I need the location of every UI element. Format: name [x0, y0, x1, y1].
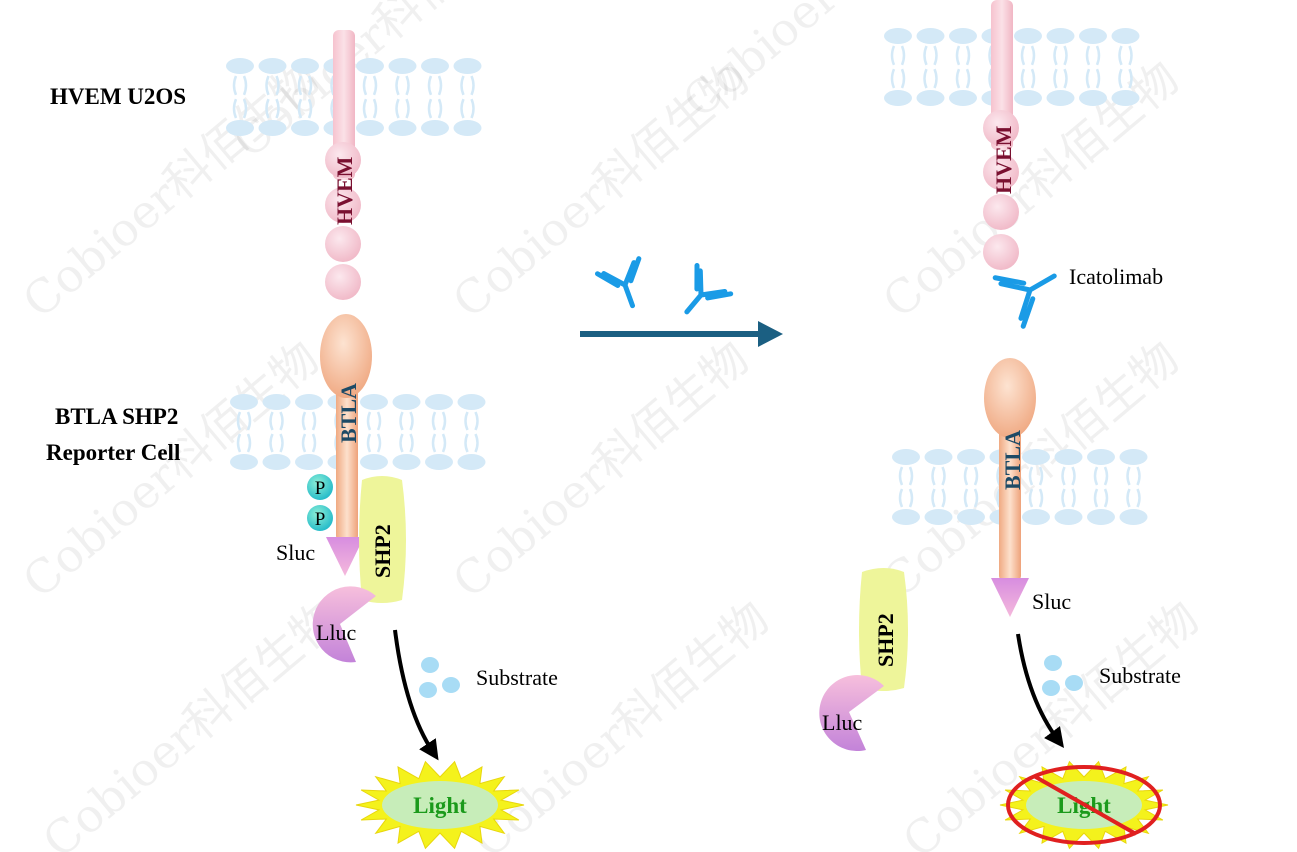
light-label: Light	[413, 793, 467, 818]
sluc-fragment	[326, 537, 364, 576]
treatment-arrow	[580, 321, 783, 347]
lluc-label-right: Lluc	[822, 710, 863, 735]
substrate-label: Substrate	[476, 665, 558, 690]
reaction-arrow	[393, 629, 439, 761]
icatolimab-antibody	[992, 273, 1057, 329]
icatolimab-label: Icatolimab	[1069, 264, 1163, 289]
watermark-text: Cobioer科佰生物	[672, 0, 989, 128]
btla-label-right: BTLA	[1000, 430, 1025, 490]
shp2-label-right: SHP2	[873, 613, 898, 667]
lluc-label: Lluc	[316, 620, 357, 645]
btla-label: BTLA	[336, 383, 361, 443]
hvem-receptor: HVEM	[325, 30, 361, 300]
reaction-arrow-right	[1016, 633, 1064, 749]
block-circle	[1006, 765, 1162, 845]
shp2-label: SHP2	[370, 524, 395, 578]
hvem-cell-membrane-right	[884, 28, 1140, 106]
right-panel: HVEM Icatolimab BTLA Sluc SHP2 Lluc Subs…	[819, 0, 1181, 850]
phospho-group-2: P	[307, 505, 333, 531]
light-burst-blocked: Light	[999, 760, 1169, 850]
antibody-icon-1	[594, 256, 642, 309]
shp2-protein-right	[859, 568, 908, 691]
phospho-group-1: P	[307, 474, 333, 500]
substrate-dots	[419, 657, 460, 698]
lluc-fragment	[312, 586, 376, 663]
reporter-cell-label-line2: Reporter Cell	[46, 440, 180, 465]
shp2-protein	[359, 476, 406, 603]
sluc-label-right: Sluc	[1032, 589, 1071, 614]
substrate-label-right: Substrate	[1099, 663, 1181, 688]
watermark-text: Cobioer科佰生物	[462, 591, 779, 852]
block-slash	[1033, 774, 1137, 836]
hvem-label-right: HVEM	[991, 125, 1016, 194]
sluc-label: Sluc	[276, 540, 315, 565]
hvem-label: HVEM	[332, 156, 357, 225]
antibody-icon-2	[684, 263, 734, 315]
hvem-receptor-right: HVEM	[983, 0, 1019, 270]
svg-text:P: P	[315, 509, 326, 530]
light-burst: Light	[355, 760, 525, 850]
substrate-dots-right	[1042, 655, 1083, 696]
svg-text:P: P	[315, 478, 326, 499]
left-panel: HVEM U2OS BTLA SHP2 Reporter Cell HVEM B…	[46, 30, 558, 850]
reporter-cell-label-line1: BTLA SHP2	[55, 404, 178, 429]
btla-receptor: BTLA	[320, 314, 372, 540]
btla-receptor-right: BTLA	[984, 358, 1036, 580]
sluc-fragment-right	[991, 578, 1029, 617]
watermark-text: Cobioer科佰生物	[442, 331, 759, 609]
lluc-fragment-right	[819, 675, 884, 752]
hvem-cell-label: HVEM U2OS	[50, 84, 186, 109]
watermark-text: Cobioer科佰生物	[32, 591, 349, 852]
